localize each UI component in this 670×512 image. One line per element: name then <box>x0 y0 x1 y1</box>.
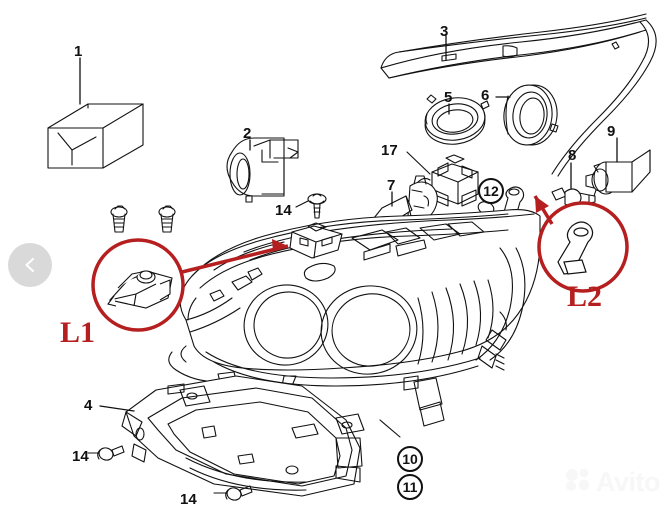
bracket-clip-art-l1 <box>107 270 173 309</box>
highlight-label-l2: L2 <box>567 280 603 313</box>
part-lens-cover-cap-small <box>424 94 490 145</box>
part-indicator-bulb <box>564 162 596 207</box>
part-number-2: 2 <box>243 125 252 142</box>
part-number-11-circled: 11 <box>397 474 423 500</box>
part-number-5: 5 <box>444 89 453 106</box>
part-screw-bottom-left <box>87 445 125 461</box>
avito-watermark-text: Avito <box>596 467 661 497</box>
part-bulb-holder-socket <box>585 137 651 197</box>
part-number-9: 9 <box>607 123 616 140</box>
highlight-arrow-l1 <box>181 244 289 274</box>
part-screws-upper-left <box>110 205 176 233</box>
part-number-17: 17 <box>381 142 398 159</box>
part-number-7: 7 <box>387 177 396 194</box>
part-number-12-circled: 12 <box>478 178 504 204</box>
part-lens-cover-cap-large <box>495 84 559 146</box>
highlight-label-l1: L1 <box>60 316 96 349</box>
part-number-4: 4 <box>84 397 93 414</box>
part-number-8: 8 <box>568 147 577 164</box>
part-mounting-frame-carrier <box>99 375 365 497</box>
previous-image-button[interactable] <box>8 243 52 287</box>
part-wiring-connector-block <box>406 151 479 207</box>
avito-watermark: Avito <box>565 467 661 498</box>
part-number-14-left: 14 <box>72 448 89 465</box>
part-trim-strip-molding <box>380 13 657 201</box>
part-screw-bottom-centre <box>213 485 253 501</box>
lever-arm-art-l2 <box>557 221 594 275</box>
chevron-left-icon <box>20 255 40 275</box>
part-number-10-circled: 10 <box>397 446 423 472</box>
part-number-1: 1 <box>74 43 83 60</box>
avito-dots-logo-icon <box>565 468 591 497</box>
part-control-module-box <box>47 57 144 169</box>
part-number-14-bottom: 14 <box>180 491 197 508</box>
highlight-annotations <box>91 195 629 332</box>
part-number-3: 3 <box>440 23 449 40</box>
part-number-6: 6 <box>481 87 490 104</box>
part-bulb-socket-connector <box>226 137 299 203</box>
part-number-14-top: 14 <box>275 202 292 219</box>
part-screw-top-center <box>295 193 327 219</box>
